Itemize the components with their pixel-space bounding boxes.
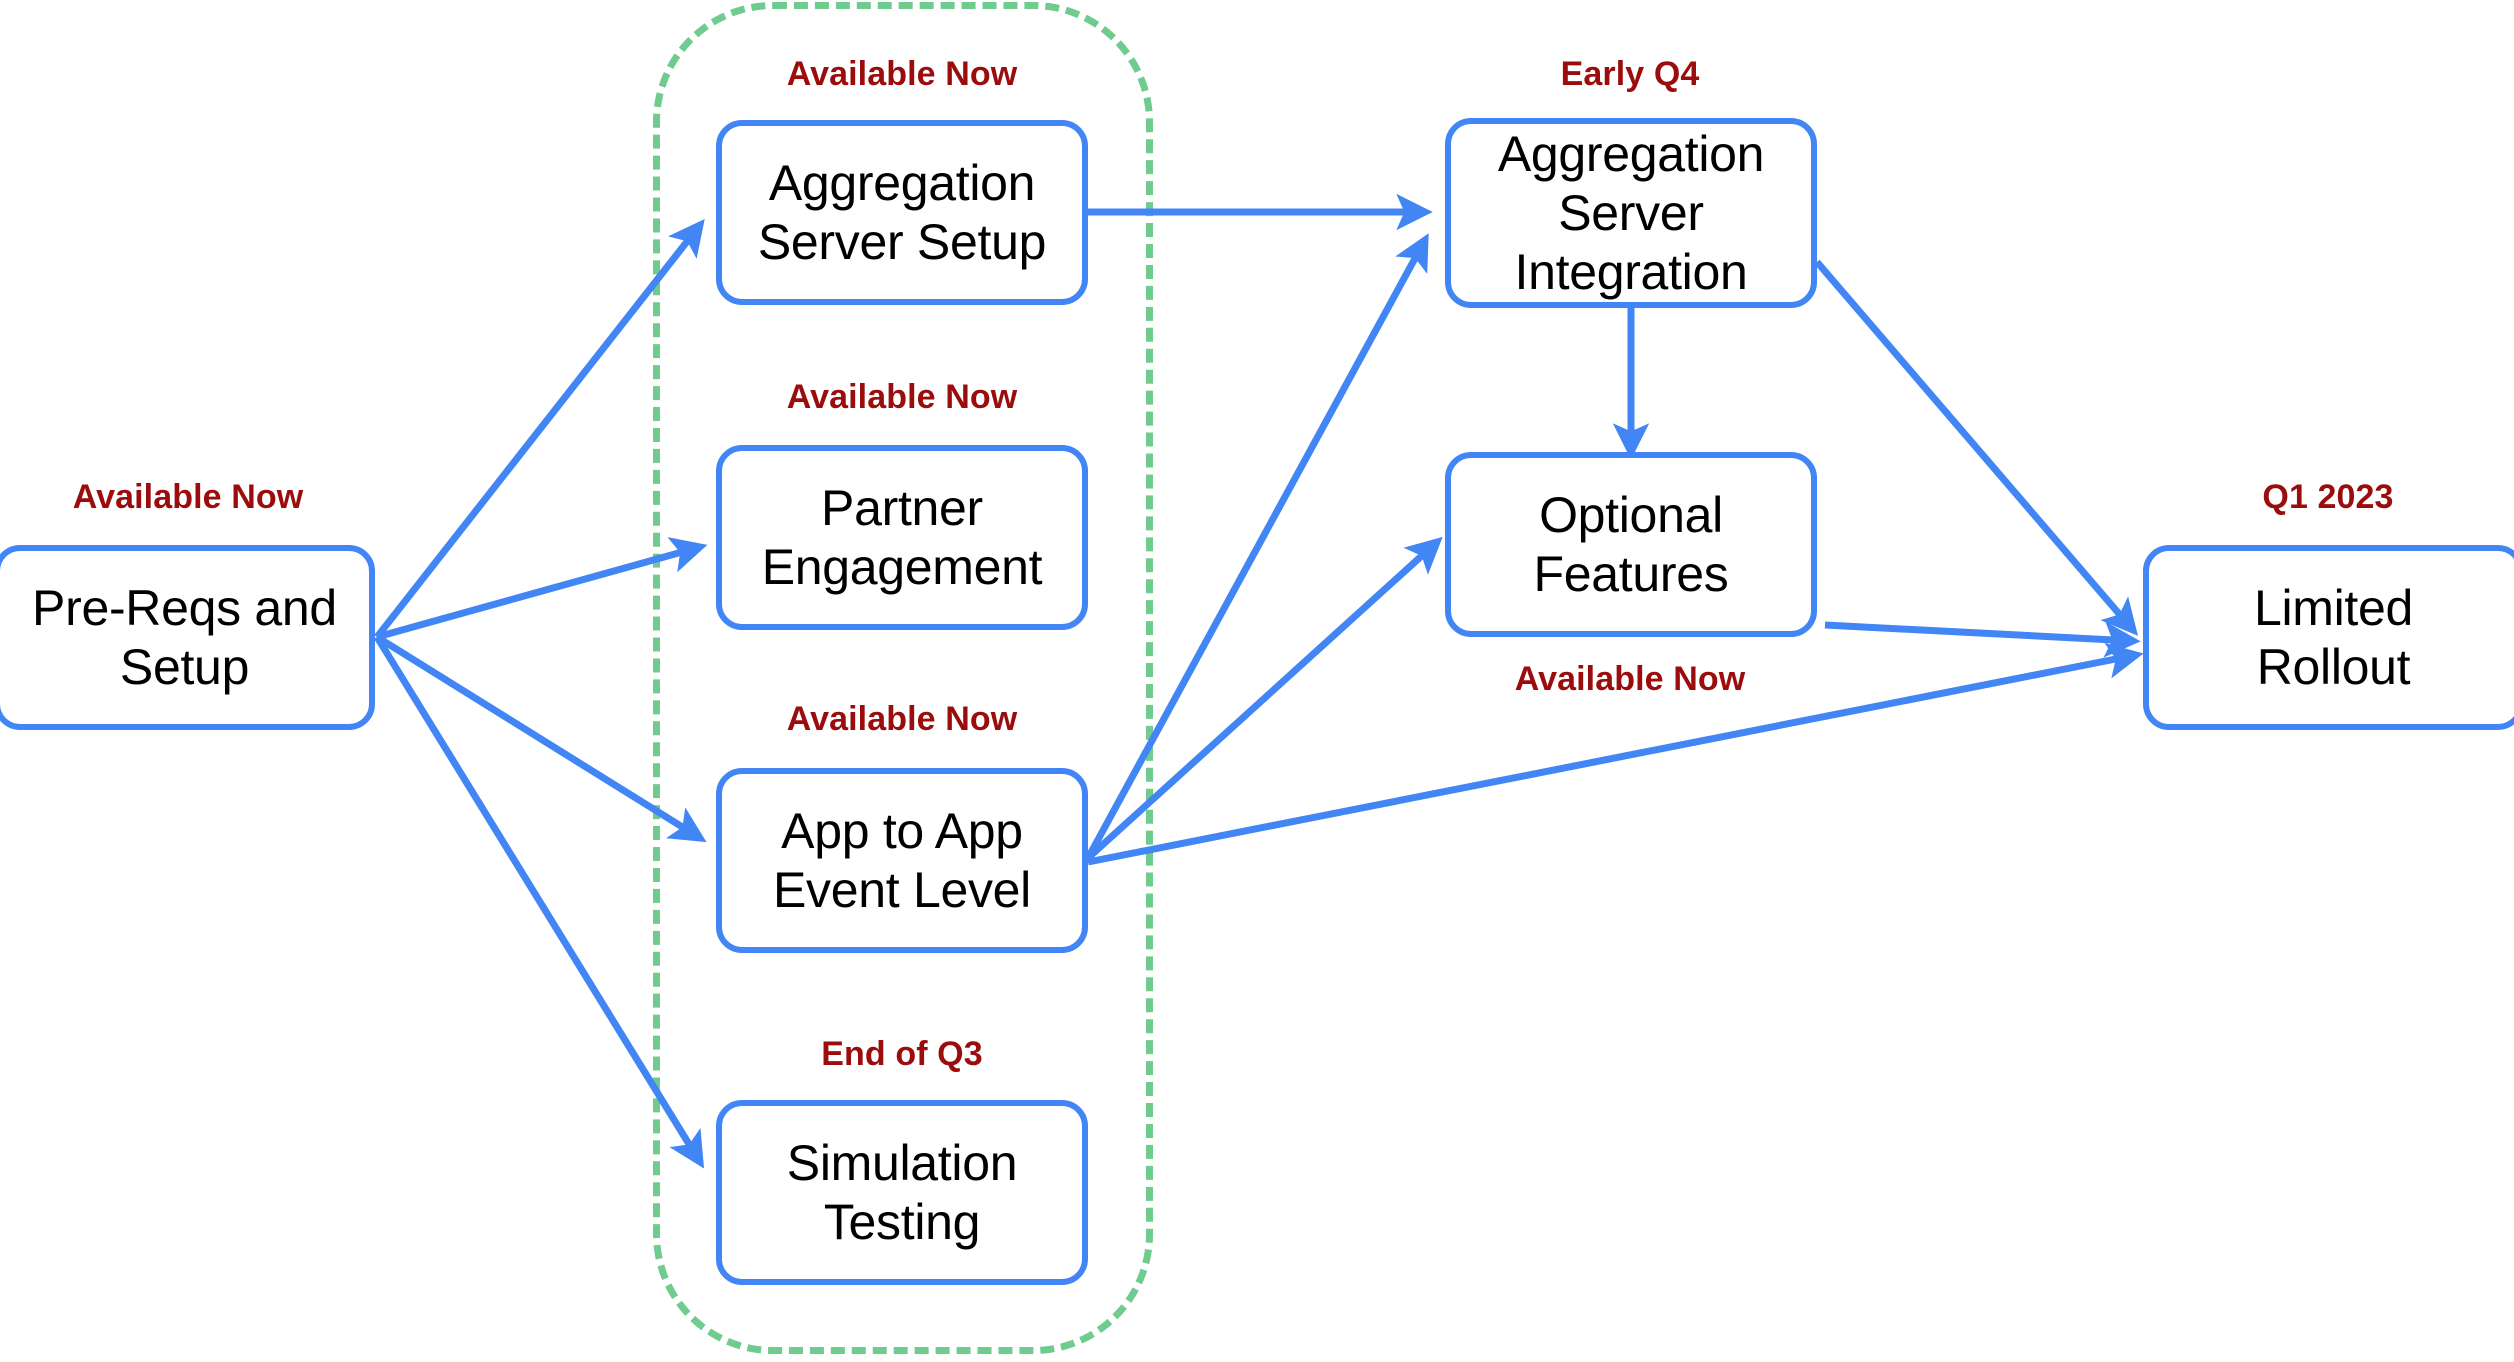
eta-aggregation-server-integration: Early Q4 — [1560, 55, 1700, 93]
eta-simulation-testing: End of Q3 — [821, 1035, 983, 1073]
eta-prereqs: Available Now — [72, 478, 304, 516]
node-label-optional-features: Optional Features — [1533, 486, 1729, 602]
edge-prereqs-to-aggregation-server-setup — [374, 218, 705, 640]
node-optional-features[interactable]: Optional Features — [1445, 452, 1817, 637]
node-label-app-to-app-event-level: App to App Event Level — [773, 802, 1031, 918]
node-aggregation-server-integration[interactable]: Aggregation Server Integration — [1445, 118, 1817, 308]
node-label-simulation-testing: Simulation Testing — [786, 1134, 1018, 1250]
node-partner-engagement[interactable]: Partner Engagement — [716, 445, 1088, 630]
edge-prereqs-to-app-to-app — [375, 634, 707, 843]
edge-prereqs-to-partner-engagement — [376, 537, 708, 641]
edge-optional-features-to-limited-rollout — [1824, 621, 2141, 658]
edge-prereqs-to-simulation-testing — [374, 635, 705, 1169]
node-label-pre-reqs-and-setup: Pre-Reqs and Setup — [32, 579, 337, 695]
eta-app-to-app-event-level: Available Now — [786, 700, 1018, 738]
node-aggregation-server-setup[interactable]: Aggregation Server Setup — [716, 120, 1088, 305]
node-label-partner-engagement: Partner Engagement — [761, 479, 1043, 595]
eta-limited-rollout: Q1 2023 — [2262, 478, 2394, 516]
node-label-aggregation-server-setup: Aggregation Server Setup — [757, 154, 1047, 270]
node-pre-reqs-and-setup[interactable]: Pre-Reqs and Setup — [0, 545, 375, 730]
node-simulation-testing[interactable]: Simulation Testing — [716, 1100, 1088, 1285]
edge-aggintegration-to-limited-rollout — [1814, 259, 2139, 636]
eta-optional-features: Available Now — [1514, 660, 1746, 698]
node-app-to-app-event-level[interactable]: App to App Event Level — [716, 768, 1088, 953]
node-label-limited-rollout: Limited Rollout — [2253, 579, 2414, 695]
eta-aggregation-server-setup: Available Now — [786, 55, 1018, 93]
node-label-aggregation-server-integration: Aggregation Server Integration — [1497, 125, 1765, 300]
eta-partner-engagement: Available Now — [786, 378, 1018, 416]
node-limited-rollout[interactable]: Limited Rollout — [2143, 545, 2514, 730]
